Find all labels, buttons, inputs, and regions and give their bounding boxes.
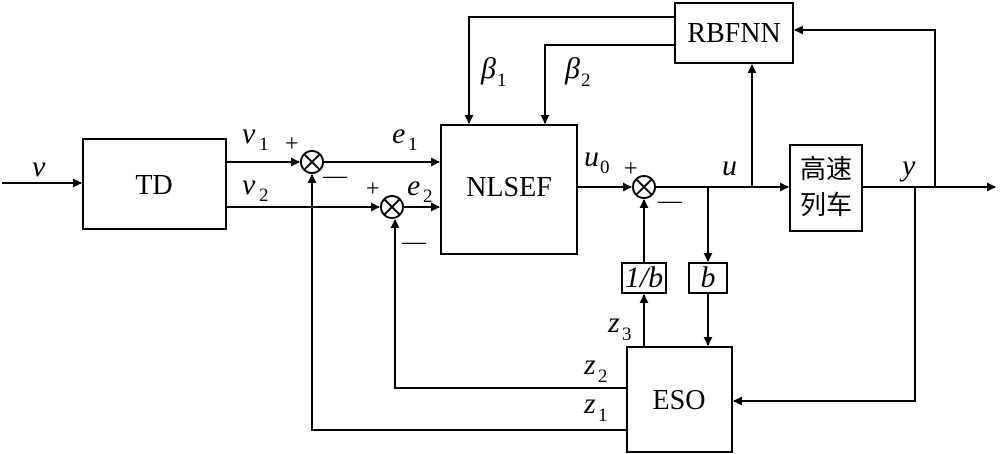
svg-text:e: e — [392, 117, 405, 150]
signal-v2: v 2 — [242, 168, 269, 206]
svg-text:z: z — [583, 387, 596, 420]
svg-text:β: β — [480, 52, 496, 85]
signal-z3: z 3 — [607, 306, 632, 345]
signal-v1: v 1 — [242, 117, 269, 155]
minus-sign-sum1: — — [322, 163, 348, 189]
svg-text:u: u — [584, 140, 599, 173]
eso-block: ESO — [626, 346, 733, 453]
inverse-b-gain: 1/b — [621, 261, 667, 294]
beta1-wire — [464, 16, 675, 124]
svg-text:0: 0 — [600, 157, 610, 178]
y-to-rbfnn-wire — [794, 25, 936, 187]
signal-beta1: β 1 — [480, 52, 507, 91]
signal-u: u — [722, 149, 737, 182]
rbfnn-block: RBFNN — [674, 2, 794, 64]
nlsef-label: NLSEF — [466, 172, 552, 203]
signal-e2: e 2 — [407, 169, 433, 207]
signal-y: y — [899, 149, 916, 182]
inverse-b-label: 1/b — [625, 261, 663, 294]
svg-text:v: v — [242, 168, 256, 201]
sum-junction-3 — [632, 175, 656, 199]
svg-text:2: 2 — [598, 366, 608, 387]
plus-sign-sum3: + — [624, 156, 638, 182]
signal-e1: e 1 — [392, 117, 418, 155]
z2-feedback-wire — [390, 219, 627, 389]
sum-junction-1 — [300, 150, 324, 174]
sum-junction-2 — [380, 195, 404, 219]
signal-u0: u 0 — [584, 140, 610, 178]
signal-z2: z 2 — [583, 348, 608, 387]
beta2-wire — [540, 44, 675, 124]
svg-text:z: z — [607, 306, 620, 339]
signal-v: v — [32, 150, 46, 183]
eso-label: ESO — [653, 385, 706, 416]
td-label: TD — [135, 170, 172, 201]
svg-text:1: 1 — [598, 405, 608, 426]
b-label: b — [701, 261, 716, 294]
b-gain: b — [688, 261, 728, 294]
plus-sign-sum2: + — [366, 176, 380, 202]
svg-text:2: 2 — [581, 70, 591, 91]
nlsef-block: NLSEF — [440, 124, 578, 255]
svg-text:2: 2 — [259, 185, 269, 206]
svg-text:2: 2 — [423, 186, 433, 207]
minus-sign-sum3: — — [657, 188, 683, 214]
svg-text:z: z — [583, 348, 596, 381]
z1-feedback-wire — [307, 174, 627, 431]
svg-text:3: 3 — [622, 324, 632, 345]
svg-text:v: v — [242, 117, 256, 150]
td-block: TD — [82, 138, 227, 230]
signal-z1: z 1 — [583, 387, 608, 426]
high-speed-train-block: 高速 列车 — [789, 144, 863, 232]
signal-beta2: β 2 — [564, 52, 591, 91]
plus-sign-sum1: + — [285, 131, 299, 157]
y-to-eso-wire — [733, 187, 916, 406]
rbfnn-label: RBFNN — [687, 18, 780, 49]
svg-text:1: 1 — [408, 134, 418, 155]
train-label-line1: 高速 — [800, 155, 852, 185]
svg-text:1: 1 — [497, 70, 507, 91]
svg-text:β: β — [564, 52, 580, 85]
train-label-line2: 列车 — [800, 191, 852, 221]
svg-text:1: 1 — [259, 134, 269, 155]
minus-sign-sum2: — — [401, 229, 427, 255]
svg-text:e: e — [407, 169, 420, 202]
